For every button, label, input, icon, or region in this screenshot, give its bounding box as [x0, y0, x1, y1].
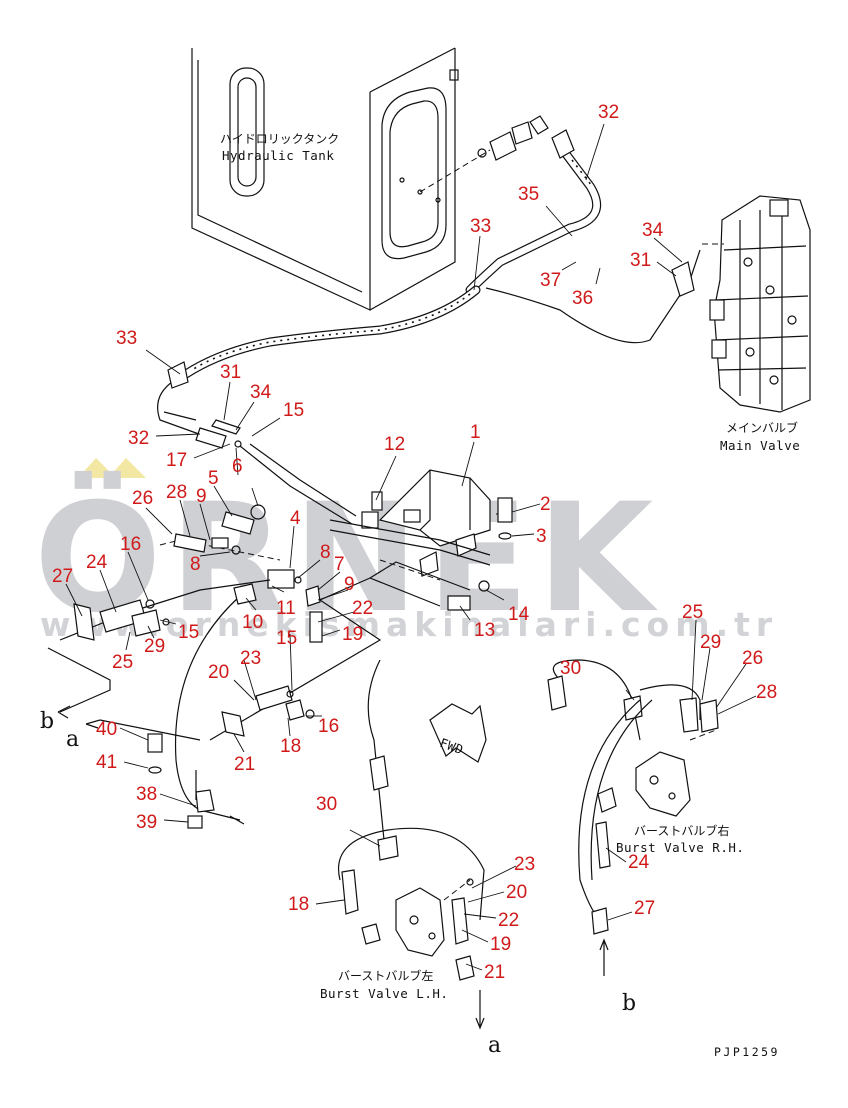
burst-valve-lh: バーストバルブ左 Burst Valve L.H. — [320, 659, 485, 1030]
callout-33-left: 33 — [116, 328, 137, 349]
ref-letter-a-left: a — [66, 727, 79, 752]
callout-34-top: 34 — [642, 220, 664, 241]
callout-13: 13 — [474, 620, 495, 641]
callout-36: 36 — [572, 288, 593, 309]
callout-2: 2 — [540, 494, 551, 515]
callout-1: 1 — [470, 422, 481, 443]
callout-4: 4 — [290, 508, 301, 529]
callout-30-right: 30 — [560, 658, 581, 679]
callout-19-lower: 19 — [490, 934, 511, 955]
callout-16-left: 16 — [120, 534, 141, 555]
watermark-url: www.ornekismakinalari.com.tr — [40, 605, 778, 644]
callout-3: 3 — [536, 526, 547, 547]
ref-letter-b-bottom: b — [622, 991, 636, 1016]
burst-rh-label-en: Burst Valve R.H. — [616, 840, 744, 855]
callout-24-right: 24 — [628, 852, 650, 873]
callout-27-left: 27 — [52, 566, 73, 587]
ref-letter-a-bottom: a — [488, 1033, 501, 1058]
callout-15-middle: 15 — [178, 622, 199, 643]
callout-31-top: 31 — [630, 250, 651, 271]
callout-12: 12 — [384, 434, 405, 455]
watermark: ÖRNEK www.ornekismakinalari.com.tr — [34, 458, 778, 646]
burst-valve-rh: バーストバルブ右 Burst Valve R.H. — [547, 659, 744, 976]
fwd-indicator: FWD — [429, 703, 487, 763]
callout-23-left: 23 — [240, 648, 261, 669]
callout-29-left: 29 — [144, 636, 165, 657]
callout-25-right: 25 — [682, 602, 703, 623]
callout-22-upper: 22 — [352, 598, 373, 619]
callout-25-left: 25 — [112, 652, 133, 673]
callouts: 32 35 33 34 31 37 36 33 31 34 15 32 12 1… — [52, 102, 777, 983]
callout-32-top: 32 — [598, 102, 619, 123]
callout-20-right: 20 — [506, 882, 527, 903]
main-valve-label-en: Main Valve — [720, 438, 800, 453]
callout-28-right: 28 — [756, 682, 777, 703]
callout-26-right: 26 — [742, 648, 763, 669]
callout-31-left: 31 — [220, 362, 241, 383]
callout-29-right: 29 — [700, 632, 721, 653]
callout-18-lower: 18 — [288, 894, 309, 915]
leader-lines — [65, 123, 757, 971]
callout-6: 6 — [232, 456, 243, 477]
callout-16-lower: 16 — [318, 716, 339, 737]
drawing-code: PJP1259 — [714, 1045, 780, 1059]
reference-letters: b a a b — [40, 709, 636, 1058]
bracket-assembly — [329, 469, 516, 611]
callout-39: 39 — [136, 812, 157, 833]
callout-21-lower: 21 — [484, 962, 505, 983]
callout-40: 40 — [96, 719, 117, 740]
callout-22-lower: 22 — [498, 910, 519, 931]
callout-11: 11 — [276, 598, 296, 619]
callout-7: 7 — [334, 554, 345, 575]
callout-34-left: 34 — [250, 382, 272, 403]
tank-fittings — [419, 115, 602, 295]
main-valve-label-jp: メインバルブ — [726, 420, 798, 435]
callout-21-left: 21 — [234, 754, 255, 775]
callout-18-left: 18 — [280, 736, 301, 757]
hydraulic-tank: ハイドロリックタンク Hydraulic Tank — [191, 47, 459, 311]
callout-20-left: 20 — [208, 662, 229, 683]
callout-24-left: 24 — [86, 552, 108, 573]
tank-label-jp: ハイドロリックタンク — [220, 132, 339, 146]
callout-30-lower: 30 — [316, 794, 337, 815]
callout-17: 17 — [166, 450, 187, 471]
callout-19-upper: 19 — [342, 624, 363, 645]
callout-9-upper: 9 — [196, 486, 207, 507]
callout-15-upper: 15 — [283, 400, 304, 421]
burst-rh-label-jp: バーストバルブ右 — [634, 823, 729, 838]
callout-28-left: 28 — [166, 482, 187, 503]
callout-41: 41 — [96, 752, 117, 773]
callout-8-right: 8 — [320, 542, 331, 563]
callout-32-left: 32 — [128, 428, 149, 449]
callout-10: 10 — [242, 612, 263, 633]
tank-label-en: Hydraulic Tank — [222, 148, 334, 163]
left-fittings — [47, 504, 382, 829]
callout-26-left: 26 — [132, 488, 153, 509]
callout-23-right: 23 — [514, 854, 535, 875]
burst-lh-label-en: Burst Valve L.H. — [320, 986, 448, 1001]
callout-8-left: 8 — [190, 554, 201, 575]
main-valve: メインバルブ Main Valve — [702, 195, 811, 453]
callout-5: 5 — [208, 468, 219, 489]
callout-33-top: 33 — [470, 216, 491, 237]
callout-27-right: 27 — [634, 898, 655, 919]
ref-letter-b-left: b — [40, 709, 54, 734]
callout-15-lower: 15 — [276, 628, 297, 649]
callout-9-lower: 9 — [344, 574, 355, 595]
callout-37: 37 — [540, 270, 561, 291]
callout-38: 38 — [136, 784, 157, 805]
callout-14: 14 — [508, 604, 530, 625]
pilot-hoses-upper — [157, 249, 701, 525]
burst-lh-label-jp: バーストバルブ左 — [338, 968, 433, 983]
callout-35: 35 — [518, 184, 539, 205]
